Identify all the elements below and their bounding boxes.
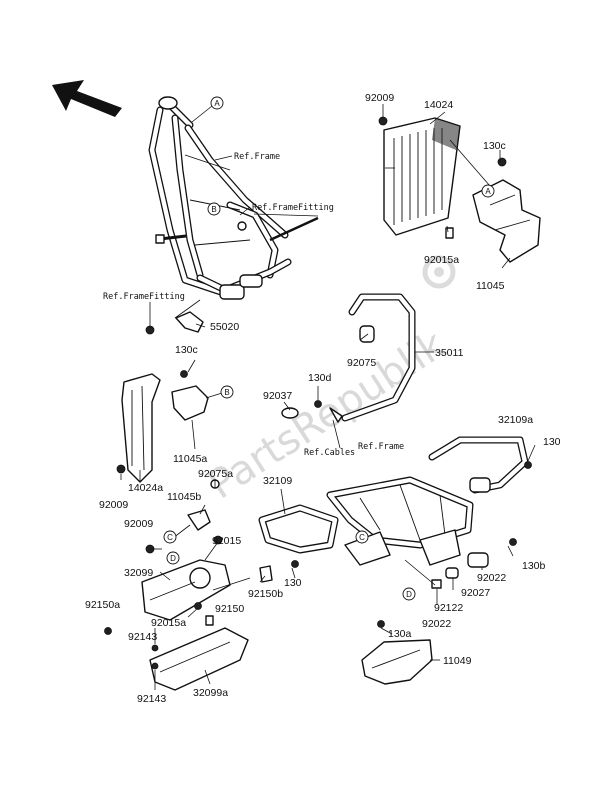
callout-d-right: D <box>402 587 416 601</box>
grommet-92037 <box>281 407 299 419</box>
label-14024: 14024 <box>424 99 453 111</box>
label-92075a: 92075a <box>198 468 233 480</box>
ref-frame-fitting-top: Ref.FrameFitting <box>252 203 334 213</box>
label-32109a: 32109a <box>498 414 533 426</box>
ref-cables: Ref.Cables <box>304 448 355 458</box>
label-130c-right: 130c <box>483 140 506 152</box>
svg-text:B: B <box>211 205 216 214</box>
bolt-92015 <box>213 535 223 545</box>
bracket-11049 <box>361 620 433 685</box>
direction-arrow-icon <box>52 80 122 117</box>
label-55020: 55020 <box>210 321 239 333</box>
label-92022-right: 92022 <box>477 572 506 584</box>
label-92009-top: 92009 <box>365 92 394 104</box>
label-35011: 35011 <box>435 347 464 359</box>
label-11045a: 11045a <box>173 453 207 465</box>
bolt-92009-left <box>116 464 126 474</box>
svg-text:A: A <box>485 187 491 196</box>
callout-c-right: C <box>355 530 369 544</box>
callout-b-top: B <box>207 202 221 216</box>
label-92015: 92015 <box>212 535 241 547</box>
clip-92015a <box>445 227 454 239</box>
label-130-right: 130 <box>543 436 561 448</box>
bracket-11045 <box>472 157 541 263</box>
label-92122: 92122 <box>434 602 463 614</box>
bolt-130d <box>314 400 322 408</box>
label-32109: 32109 <box>263 475 292 487</box>
ref-frame-top: Ref.Frame <box>234 152 280 162</box>
callout-d-left: D <box>166 551 180 565</box>
guard-32109 <box>258 504 339 554</box>
label-32099a: 32099a <box>193 687 228 699</box>
callout-b-left: B <box>220 385 234 399</box>
label-130-mid: 130 <box>284 577 302 589</box>
main-frame <box>148 96 319 300</box>
svg-text:A: A <box>214 99 220 108</box>
label-130c-left: 130c <box>175 344 198 356</box>
svg-text:B: B <box>224 388 229 397</box>
sub-frame <box>326 476 474 566</box>
bolt-130-mid <box>291 560 299 568</box>
bracket-11045a <box>171 370 209 421</box>
label-92009-mid: 92009 <box>124 518 153 530</box>
bolt-130b <box>509 538 517 546</box>
svg-text:C: C <box>359 533 365 542</box>
callout-c-left: C <box>163 530 177 544</box>
label-130d: 130d <box>308 372 332 384</box>
svg-text:D: D <box>170 554 176 563</box>
ref-frame-fitting-left: Ref.FrameFitting <box>103 292 185 302</box>
svg-text:C: C <box>167 533 173 542</box>
label-92150a: 92150a <box>85 599 120 611</box>
collar-92027 <box>467 552 489 568</box>
collar-92022-right <box>445 567 459 579</box>
label-92015a-right: 92015a <box>424 254 459 266</box>
leader-lines <box>107 104 536 690</box>
label-92009-left: 92009 <box>99 499 128 511</box>
bracket-55020 <box>175 311 204 333</box>
label-92150: 92150 <box>215 603 244 615</box>
label-92150b: 92150b <box>248 588 283 600</box>
radiator-cover-14024 <box>383 117 461 236</box>
label-92143-top: 92143 <box>128 631 157 643</box>
svg-text:D: D <box>406 590 412 599</box>
cover-14024a <box>121 373 161 483</box>
callout-a-right: A <box>481 184 495 198</box>
collar-92022-low <box>431 579 442 589</box>
label-92022-low: 92022 <box>422 618 451 630</box>
tube-35011 <box>341 293 416 422</box>
clamp-cables <box>329 407 343 423</box>
watermark-gear-icon <box>422 255 456 289</box>
bolt-92143-bottom <box>151 662 159 670</box>
label-92027: 92027 <box>461 587 490 599</box>
label-92143-bottom: 92143 <box>137 693 166 705</box>
guard-32109a <box>428 436 532 494</box>
label-92037: 92037 <box>263 390 292 402</box>
clip-92015a-low <box>205 615 214 626</box>
bolt-92143-top <box>151 644 159 652</box>
label-92075: 92075 <box>347 357 376 369</box>
label-14024a: 14024a <box>128 482 163 494</box>
callout-a-top: A <box>210 96 224 110</box>
label-32099: 32099 <box>124 567 153 579</box>
bolt-92150 <box>194 602 202 610</box>
bolt-92009-top <box>378 116 388 126</box>
bracket-11045b <box>187 509 211 531</box>
label-11049: 11049 <box>443 655 472 667</box>
label-130a: 130a <box>388 628 412 640</box>
label-130b: 130b <box>522 560 546 572</box>
chain-cover-32099a <box>149 627 249 691</box>
collar-92075 <box>359 325 375 343</box>
label-92015a-low: 92015a <box>151 617 186 629</box>
label-11045: 11045 <box>476 280 505 292</box>
ref-frame-mid: Ref.Frame <box>358 442 404 452</box>
label-11045b: 11045b <box>167 491 201 503</box>
